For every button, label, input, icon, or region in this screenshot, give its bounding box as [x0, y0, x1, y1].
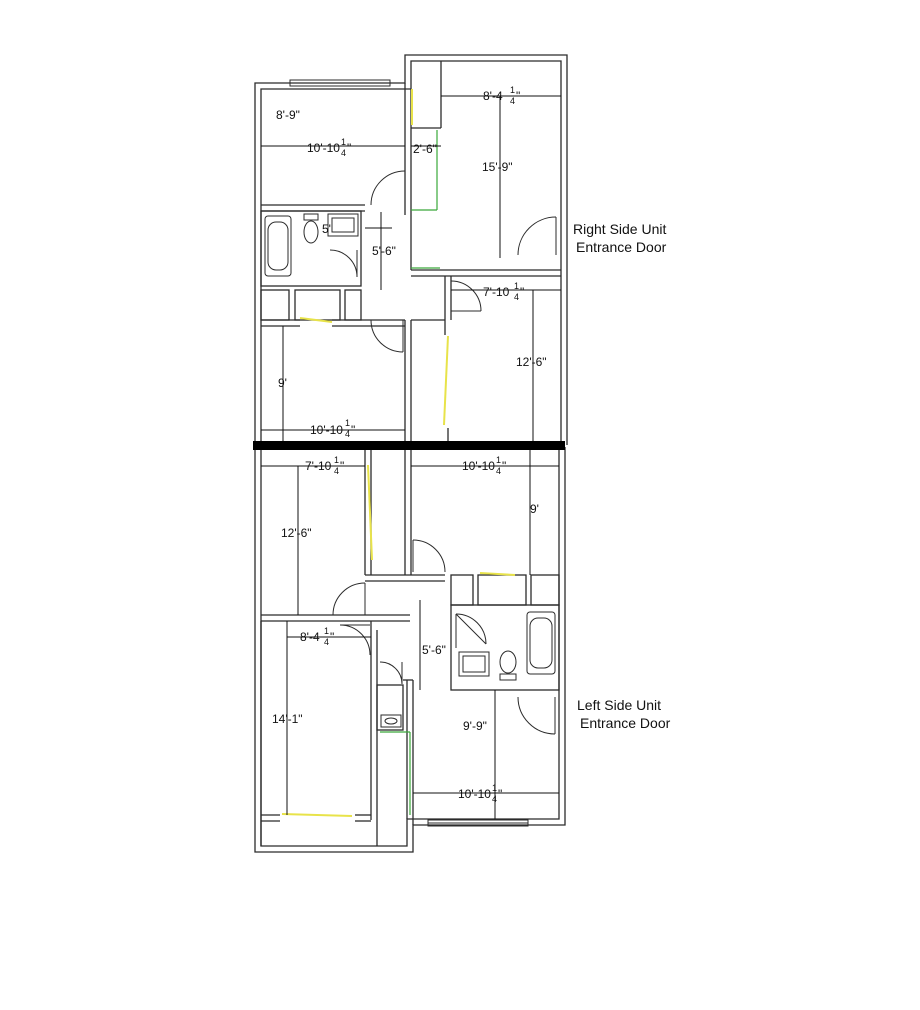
svg-text:4: 4 [345, 429, 350, 439]
svg-text:4: 4 [510, 96, 515, 106]
svg-text:Right Side Unit: Right Side Unit [573, 221, 666, 237]
l-living-width: 8'-4 1 4 " [300, 626, 334, 647]
r-living-width: 8'-4 1 4 " [483, 85, 520, 106]
svg-text:4: 4 [514, 292, 519, 302]
right-side-unit [260, 61, 561, 441]
r-closet-width: 2'-6" [413, 142, 437, 156]
svg-text:": " [351, 423, 355, 437]
right-unit-label: Right Side Unit Entrance Door [573, 221, 667, 255]
r-bed3-width: 10'-10 1 4 " [310, 418, 355, 439]
r-bath-width: 5' [322, 222, 331, 236]
svg-text:4: 4 [334, 466, 339, 476]
left-unit-label: Left Side Unit Entrance Door [577, 697, 671, 731]
svg-text:4: 4 [496, 466, 501, 476]
l-bed2-width: 7'-10 1 4 " [305, 455, 344, 476]
svg-text:1: 1 [514, 281, 519, 291]
svg-text:7'-10: 7'-10 [305, 459, 332, 473]
dimension-lines [261, 95, 561, 819]
svg-text:": " [340, 459, 344, 473]
r-living-depth: 15'-9" [482, 160, 513, 174]
r-bed2-depth: 12'-6" [516, 355, 547, 369]
l-hall-width: 5'-6" [422, 643, 446, 657]
svg-text:": " [330, 630, 334, 644]
r-hall-width: 5'-6" [372, 244, 396, 258]
svg-text:8'-4: 8'-4 [483, 89, 503, 103]
svg-text:10'-10: 10'-10 [310, 423, 343, 437]
svg-text:4: 4 [324, 637, 329, 647]
l-bed3-width: 10'-10 1 4 " [462, 455, 506, 476]
svg-text:": " [502, 459, 506, 473]
l-bed-height: 9'-9" [463, 719, 487, 733]
svg-text:Left Side Unit: Left Side Unit [577, 697, 661, 713]
svg-text:": " [516, 89, 520, 103]
svg-text:": " [520, 285, 524, 299]
l-bed2-depth: 12'-6" [281, 526, 312, 540]
svg-text:Entrance Door: Entrance Door [580, 715, 671, 731]
svg-text:Entrance Door: Entrance Door [576, 239, 667, 255]
svg-text:10'-10: 10'-10 [458, 787, 491, 801]
svg-text:8'-4: 8'-4 [300, 630, 320, 644]
svg-text:1: 1 [334, 455, 339, 465]
svg-text:10'-10: 10'-10 [307, 141, 340, 155]
svg-text:1: 1 [496, 455, 501, 465]
svg-text:": " [347, 141, 351, 155]
svg-text:1: 1 [492, 783, 497, 793]
svg-text:1: 1 [341, 137, 346, 147]
svg-text:4: 4 [492, 794, 497, 804]
l-living-depth: 14'-1" [272, 712, 303, 726]
r-bed2-width: 7'-10 1 4 " [483, 281, 524, 302]
r-bed-height: 8'-9" [276, 108, 300, 122]
party-wall [253, 441, 565, 450]
dimension-labels: 8'-9" 10'-10 1 4 " 2'-6" 8'-4 1 4 " 15'-… [272, 85, 547, 804]
svg-text:7'-10: 7'-10 [483, 285, 510, 299]
svg-text:1: 1 [345, 418, 350, 428]
r-bed3-depth: 9' [278, 376, 287, 390]
svg-text:4: 4 [341, 148, 346, 158]
left-side-unit [260, 450, 560, 846]
l-bed3-depth: 9' [530, 502, 539, 516]
r-bed-width: 10'-10 1 4 " [307, 137, 351, 158]
svg-text:10'-10: 10'-10 [462, 459, 495, 473]
l-bed-width: 10'-10 1 4 " [458, 783, 502, 804]
svg-text:1: 1 [324, 626, 329, 636]
svg-text:1: 1 [510, 85, 515, 95]
svg-text:": " [498, 787, 502, 801]
